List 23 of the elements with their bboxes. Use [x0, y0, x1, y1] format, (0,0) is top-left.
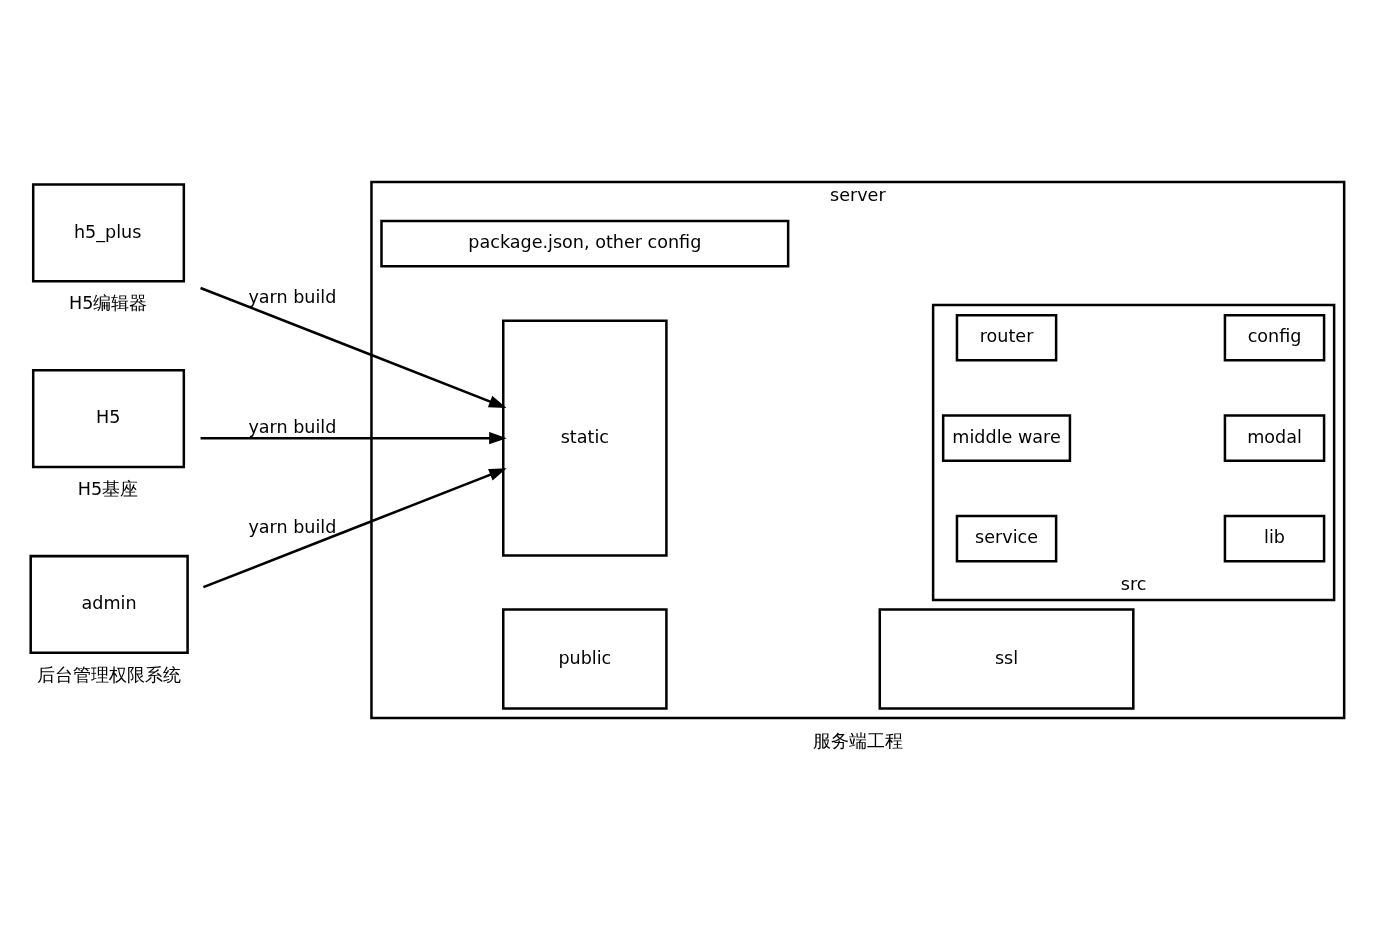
arrow: [202, 467, 507, 588]
node-box: router: [955, 313, 1058, 362]
edge-label: yarn build: [248, 286, 337, 307]
node-label: 后台管理权限系统: [36, 664, 181, 685]
node-box: ssl: [878, 607, 1135, 710]
node-box: lib: [1223, 514, 1326, 562]
edge-label: yarn build: [248, 516, 337, 537]
node-label: H5基座: [77, 478, 139, 499]
node-box: h5_plus: [31, 182, 186, 282]
node-box: package.json, other config: [380, 219, 790, 267]
edge-label: yarn build: [248, 416, 337, 437]
node-box: middle ware: [941, 413, 1072, 462]
node-box: config: [1223, 313, 1326, 362]
node-box: static: [502, 319, 668, 557]
node-box: modal: [1223, 413, 1326, 462]
node-box: H5: [31, 368, 186, 468]
node-box: public: [502, 607, 668, 710]
node-box: service: [955, 514, 1058, 562]
arrow: [200, 286, 507, 408]
node-label: H5编辑器: [68, 292, 148, 313]
node-box: admin: [29, 554, 189, 654]
node-label: 服务端工程: [812, 730, 903, 751]
arrow: [200, 431, 507, 444]
